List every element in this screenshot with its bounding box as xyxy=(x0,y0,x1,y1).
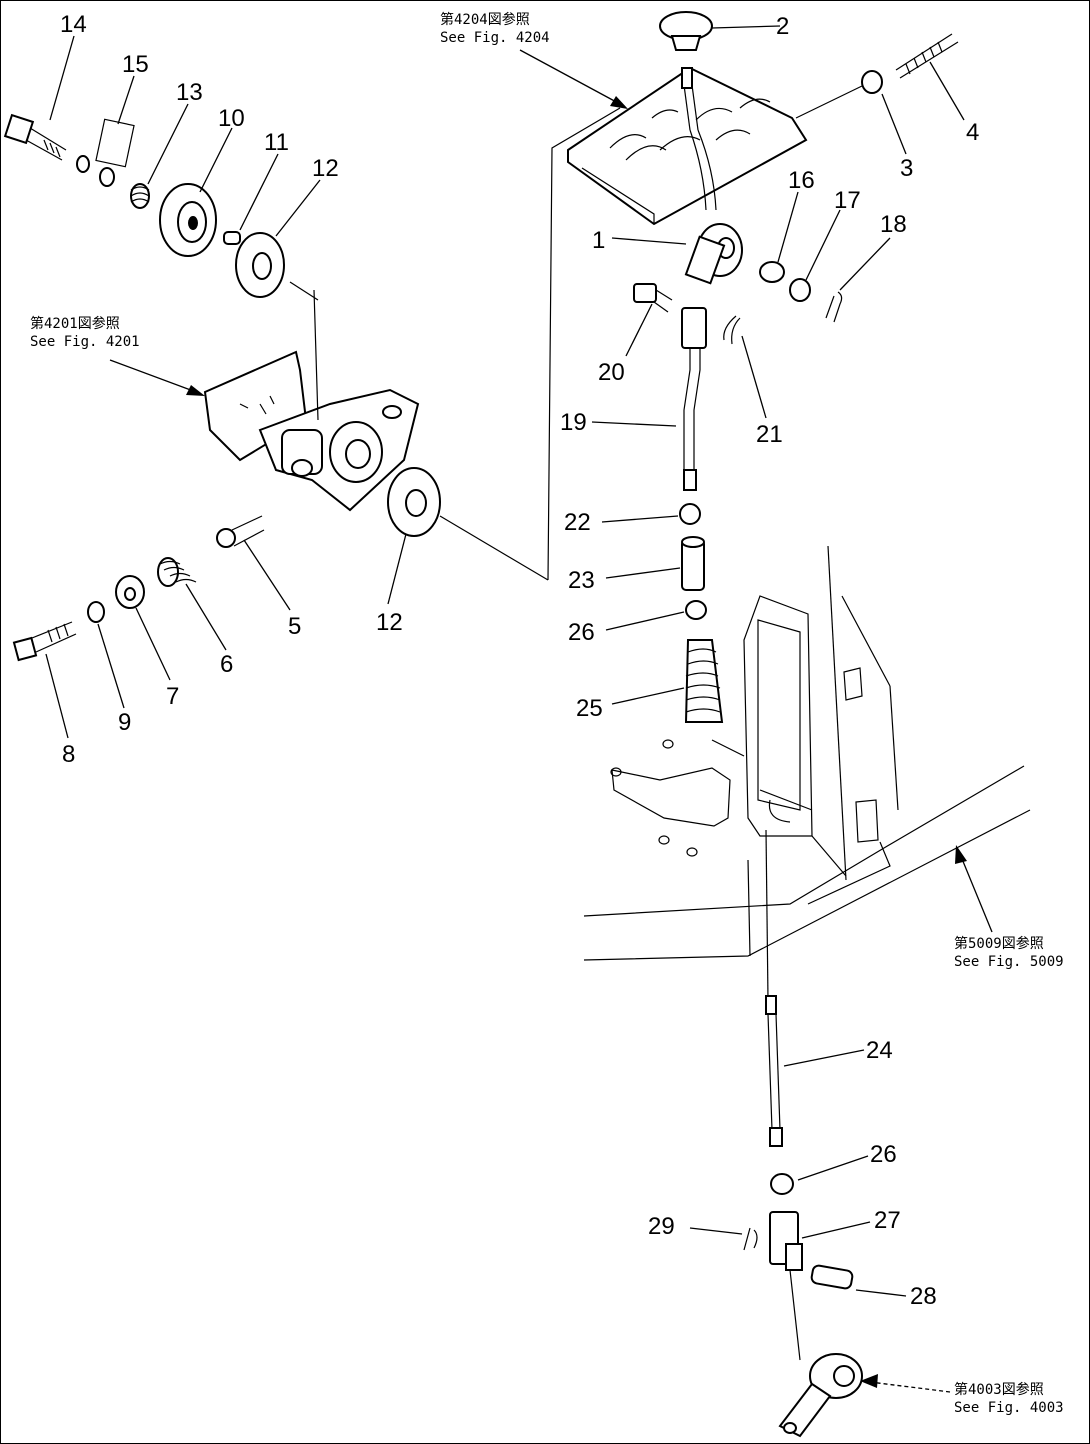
pin-28 xyxy=(810,1264,854,1290)
nut-26-top xyxy=(685,600,707,620)
callout-label: 14 xyxy=(60,11,87,38)
callout-label: 20 xyxy=(598,359,625,386)
spring-13 xyxy=(130,183,150,209)
console-panel xyxy=(743,545,899,881)
leader-line xyxy=(765,829,769,1001)
disc-10 xyxy=(159,183,217,257)
callout-label: 12 xyxy=(376,609,403,636)
nut-9 xyxy=(87,601,105,623)
callout-label: 24 xyxy=(866,1037,893,1064)
callout-label: 10 xyxy=(218,105,245,132)
callout-label: 1 xyxy=(592,227,605,254)
arrow-head xyxy=(186,385,205,396)
rod-19 xyxy=(681,307,707,491)
svg-text:第4201図参照: 第4201図参照 xyxy=(30,315,120,332)
callout-label: 19 xyxy=(560,409,587,436)
callout-label: 18 xyxy=(880,211,907,238)
sleeve-23 xyxy=(681,536,705,591)
callout-label: 11 xyxy=(264,129,289,156)
callout-label: 26 xyxy=(870,1141,897,1168)
svg-text:See Fig. 4204: See Fig. 4204 xyxy=(440,30,550,46)
callout-label: 4 xyxy=(966,119,979,146)
lever-4003 xyxy=(778,1353,863,1438)
svg-text:See Fig. 4201: See Fig. 4201 xyxy=(30,334,140,350)
svg-text:第5009図参照: 第5009図参照 xyxy=(954,935,1044,952)
callout-label: 6 xyxy=(220,651,233,678)
svg-text:See Fig. 5009: See Fig. 5009 xyxy=(954,954,1064,970)
plate-12-bottom xyxy=(387,467,441,537)
leader-line xyxy=(789,1269,801,1361)
bolt-14 xyxy=(3,113,67,161)
callout-label: 5 xyxy=(288,613,301,640)
nut-15 xyxy=(95,118,135,187)
callout-label: 27 xyxy=(874,1207,901,1234)
frame-5009 xyxy=(583,765,1031,961)
callout-label: 26 xyxy=(568,619,595,646)
callout-label: 16 xyxy=(788,167,815,194)
pin-18 xyxy=(825,291,843,323)
callout-label: 8 xyxy=(62,741,75,768)
knob-2 xyxy=(659,11,713,51)
rod-24 xyxy=(765,995,783,1147)
boot-25 xyxy=(684,639,724,723)
bolt-8 xyxy=(12,621,77,662)
nut-22 xyxy=(679,503,701,525)
callout-label: 23 xyxy=(568,567,595,594)
callout-leaders xyxy=(45,25,965,1297)
pin-20 xyxy=(633,283,673,313)
cap-7 xyxy=(115,575,145,609)
callout-label: 15 xyxy=(122,51,149,78)
pin-21 xyxy=(723,315,741,345)
ref-fig-4201: 第4201図参照 See Fig. 4201 xyxy=(30,315,140,350)
leader-line xyxy=(795,85,863,119)
ref-fig-4003: 第4003図参照 See Fig. 4003 xyxy=(954,1381,1064,1416)
pin-29 xyxy=(743,1227,758,1251)
lever-1 xyxy=(681,67,743,285)
callout-label: 28 xyxy=(910,1283,937,1310)
callout-label: 17 xyxy=(834,187,861,214)
arrow-head xyxy=(955,845,967,864)
reference-arrows xyxy=(109,49,993,1393)
ref-fig-5009: 第5009図参照 See Fig. 5009 xyxy=(954,935,1064,970)
svg-text:See Fig. 4003: See Fig. 4003 xyxy=(954,1400,1064,1416)
washer-16 xyxy=(759,261,785,283)
callout-label: 25 xyxy=(576,695,603,722)
nut-17 xyxy=(789,278,811,302)
callout-label: 13 xyxy=(176,79,203,106)
leader-line xyxy=(439,515,549,581)
callout-label: 22 xyxy=(564,509,591,536)
callout-label: 3 xyxy=(900,155,913,182)
bracket-assembly xyxy=(203,281,420,512)
yoke-27 xyxy=(769,1211,803,1271)
leader-line xyxy=(547,107,621,581)
plate-12-top xyxy=(235,232,285,298)
arrow-head xyxy=(610,96,628,109)
svg-text:第4204図参照: 第4204図参照 xyxy=(440,11,530,28)
bolt-4 xyxy=(895,33,959,79)
washer-small xyxy=(76,155,90,173)
pin-5 xyxy=(216,515,265,548)
callout-label: 29 xyxy=(648,1213,675,1240)
callout-label: 12 xyxy=(312,155,339,182)
svg-text:第4003図参照: 第4003図参照 xyxy=(954,1381,1044,1398)
callout-label: 2 xyxy=(776,13,789,40)
guide-plate xyxy=(567,66,808,226)
nut-26-bottom xyxy=(770,1173,794,1195)
pin-11 xyxy=(223,231,241,245)
callout-label: 21 xyxy=(756,421,783,448)
callout-labels: 1 2 3 4 5 6 7 8 9 10 11 12 12 13 14 15 1… xyxy=(60,11,979,1310)
floor-plate xyxy=(610,739,745,857)
spring-6 xyxy=(157,557,197,587)
callout-label: 7 xyxy=(166,683,179,710)
nut-3 xyxy=(861,70,883,94)
callout-label: 9 xyxy=(118,709,131,736)
ref-fig-4204: 第4204図参照 See Fig. 4204 xyxy=(440,11,550,46)
arrow-head xyxy=(860,1374,878,1388)
